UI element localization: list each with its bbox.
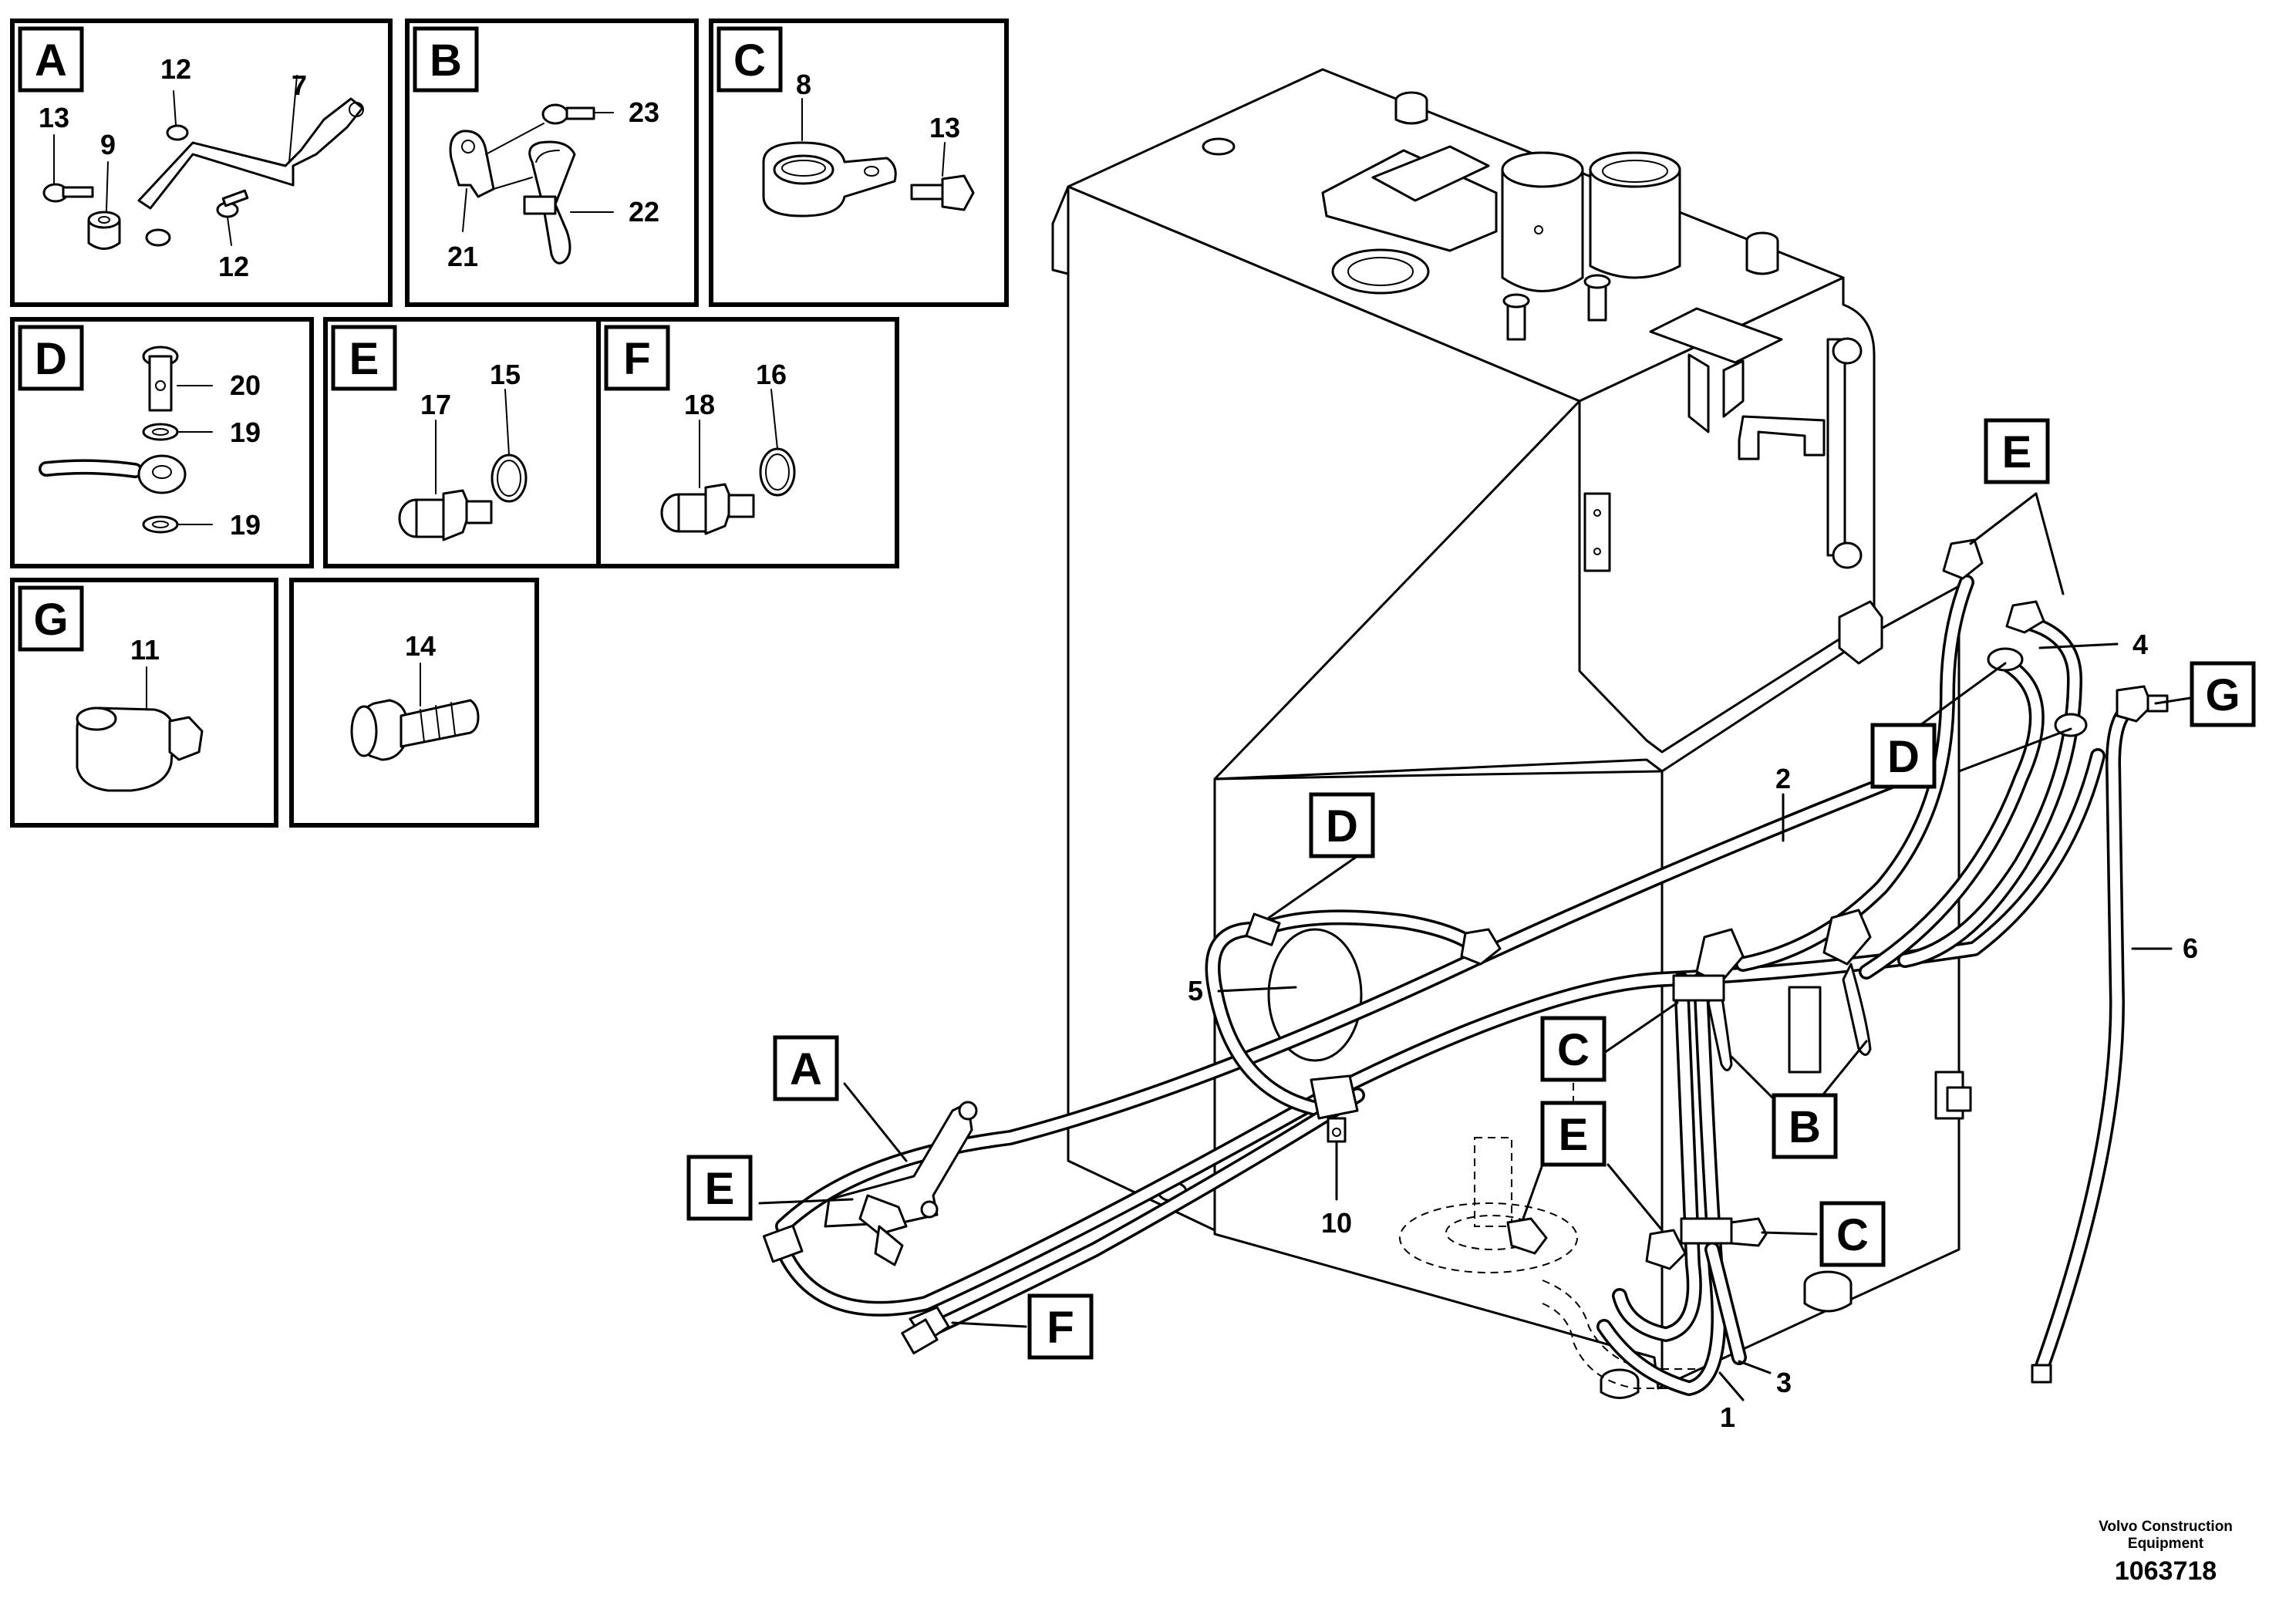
panel-b-label-22: 22	[629, 196, 659, 228]
panel-a-letter: A	[35, 35, 67, 86]
callout-3: 3	[1776, 1367, 1792, 1398]
svg-text:E: E	[705, 1164, 735, 1214]
svg-text:B: B	[1789, 1102, 1821, 1152]
tag-e-upper-right: E	[1984, 418, 2050, 484]
svg-text:E: E	[1559, 1110, 1589, 1160]
detail-panel-c: C 8 13	[709, 19, 1009, 307]
tag-f-main: F	[1027, 1293, 1094, 1360]
callout-5: 5	[1188, 975, 1203, 1007]
leader-lines	[758, 492, 2192, 1401]
tag-d-upper-right: D	[1870, 723, 1937, 789]
panel-a-label-9: 9	[100, 129, 116, 160]
detail-panel-a: A 13 12 9 7 12	[10, 19, 393, 307]
main-part-callouts: 4 2 5 6 10 1 3	[1188, 629, 2198, 1433]
panel-a-label-12-top: 12	[160, 53, 191, 85]
panel-e-letter: E	[349, 334, 379, 384]
panel-d-label-20: 20	[230, 369, 261, 401]
detail-panel-b: B 23 22 21	[405, 19, 699, 307]
svg-text:D: D	[1326, 801, 1358, 851]
panel-e-label-15: 15	[490, 359, 521, 390]
panel-d-letter: D	[35, 334, 67, 384]
panel-b-label-21: 21	[447, 241, 478, 272]
tag-c-lower: C	[1819, 1201, 1886, 1267]
company-line-2: Equipment	[2128, 1536, 2204, 1552]
tag-g: G	[2190, 661, 2256, 727]
main-detail-tags: E D G D A E C B	[686, 418, 2256, 1360]
panel-c-label-8: 8	[796, 69, 811, 100]
svg-text:C: C	[1557, 1025, 1590, 1075]
svg-text:F: F	[1047, 1303, 1074, 1353]
panel-f-label-18: 18	[684, 389, 715, 420]
tag-c-upper: C	[1540, 1016, 1607, 1082]
svg-text:G: G	[2205, 670, 2240, 720]
tag-e-left: E	[686, 1155, 753, 1221]
tag-e-lower: E	[1540, 1101, 1607, 1167]
tag-d-center: D	[1309, 792, 1375, 858]
callout-4: 4	[2132, 629, 2148, 660]
svg-text:C: C	[1836, 1210, 1869, 1260]
panel-b-letter: B	[430, 35, 462, 86]
panel-f-label-16: 16	[756, 359, 787, 390]
tank-top-fittings	[1157, 91, 1972, 1399]
panel-c-letter: C	[733, 35, 766, 86]
svg-text:A: A	[790, 1044, 822, 1094]
panel-d-label-19-bottom: 19	[230, 509, 261, 541]
svg-text:E: E	[2002, 427, 2032, 477]
svg-text:D: D	[1887, 732, 1920, 782]
detail-panel-bolt-14: 14	[289, 578, 539, 828]
tag-b-main: B	[1772, 1093, 1838, 1159]
panel-a-label-13: 13	[39, 102, 69, 133]
panel-g-letter: G	[33, 595, 68, 645]
panel-b-label-23: 23	[629, 96, 659, 128]
panel-c-label-13: 13	[929, 112, 960, 143]
detail-panel-d: D 20 19 19	[10, 317, 314, 568]
callout-2: 2	[1775, 763, 1791, 794]
hoses	[775, 575, 2144, 1396]
panel-f-letter: F	[623, 334, 650, 384]
detail-panel-g: G 11	[10, 578, 278, 828]
callout-10: 10	[1321, 1207, 1352, 1239]
callout-6: 6	[2183, 932, 2198, 964]
panel-14-label-14: 14	[405, 630, 436, 662]
company-line-1: Volvo Construction	[2099, 1519, 2233, 1535]
callout-1: 1	[1720, 1401, 1735, 1433]
tag-a-main: A	[773, 1035, 839, 1101]
panel-e-label-17: 17	[420, 389, 451, 420]
panel-d-label-19-top: 19	[230, 416, 261, 448]
panel-a-label-7: 7	[292, 69, 307, 101]
detail-panel-f: F 18 16	[596, 317, 899, 568]
document-number: 1063718	[2115, 1556, 2217, 1586]
panel-a-label-12-bottom: 12	[218, 251, 249, 282]
panel-g-label-11: 11	[130, 634, 160, 666]
detail-panel-e: E 17 15	[323, 317, 613, 568]
footer-credit: Volvo Construction Equipment 1063718	[2099, 1519, 2233, 1586]
